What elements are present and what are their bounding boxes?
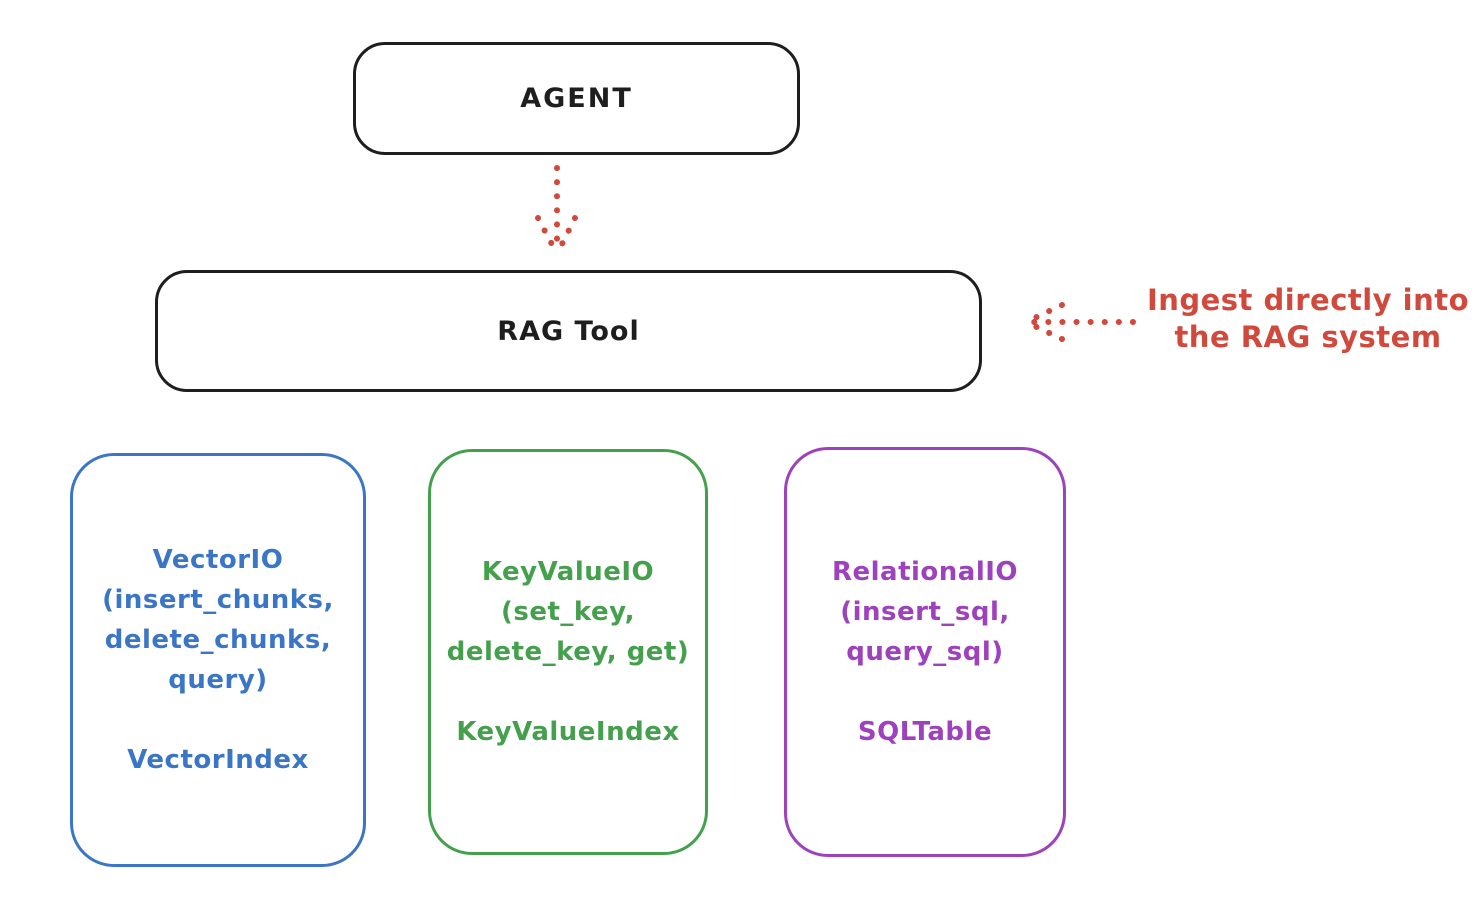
relational-io-text: RelationalIO (insert_sql, query_sql) — [832, 552, 1018, 672]
vector-io-box: VectorIO (insert_chunks, delete_chunks, … — [70, 453, 366, 867]
keyvalue-io-text: KeyValueIO (set_key, delete_key, get) — [447, 552, 690, 672]
vector-io-line: delete_chunks, — [104, 625, 332, 655]
relational-io-line: query_sql) — [846, 637, 1004, 667]
keyvalue-io-line: KeyValueIO — [481, 557, 655, 587]
rag-tool-box-label: RAG Tool — [497, 315, 640, 347]
vector-io-line: (insert_chunks, — [102, 585, 334, 615]
ingest-annotation-line2: the RAG system — [1174, 320, 1442, 354]
agent-box: AGENT — [353, 42, 800, 155]
keyvalue-io-box: KeyValueIO (set_key, delete_key, get) Ke… — [428, 449, 708, 855]
vector-index-label: VectorIndex — [127, 745, 309, 775]
dotted-arrow-left-icon — [1023, 302, 1136, 342]
relational-io-line: RelationalIO — [831, 557, 1019, 587]
ingest-annotation-line1: Ingest directly into — [1146, 283, 1470, 317]
dotted-arrow-down-icon — [535, 165, 578, 255]
rag-tool-box: RAG Tool — [155, 270, 982, 392]
vector-io-line: VectorIO — [152, 545, 284, 575]
relational-io-line: (insert_sql, — [840, 597, 1010, 627]
agent-box-label: AGENT — [520, 83, 633, 114]
ingest-annotation: Ingest directly into the RAG system — [1138, 282, 1478, 356]
keyvalue-io-line: (set_key, — [501, 597, 635, 627]
keyvalue-io-line: delete_key, get) — [446, 637, 690, 667]
sql-table-label: SQLTable — [857, 717, 993, 747]
keyvalue-index-label: KeyValueIndex — [456, 717, 680, 747]
vector-io-text: VectorIO (insert_chunks, delete_chunks, … — [102, 540, 334, 700]
relational-io-box: RelationalIO (insert_sql, query_sql) SQL… — [784, 447, 1066, 857]
vector-io-line: query) — [168, 665, 268, 695]
